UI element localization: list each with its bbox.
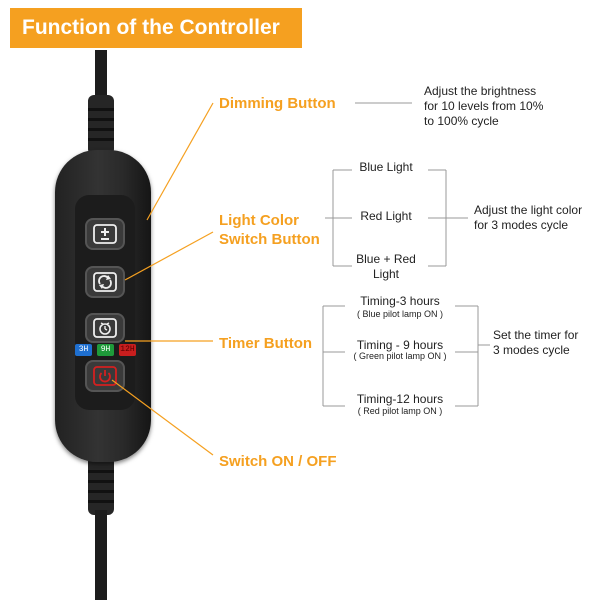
strain-rib — [88, 138, 114, 141]
light-mode-blue: Blue Light — [359, 160, 413, 174]
timer-desc-2: 3 modes cycle — [493, 343, 570, 357]
clock-icon — [93, 318, 117, 338]
cycle-icon — [93, 272, 117, 292]
timer-label: Timer Button — [219, 335, 313, 352]
dimming-desc-1: Adjust the brightness — [424, 84, 537, 98]
timer-9h: Timing - 9 hours — [356, 338, 444, 352]
switch-label: Switch ON / OFF — [219, 453, 337, 470]
dimming-pointer — [146, 102, 214, 221]
light-desc-2: for 3 modes cycle — [474, 218, 569, 232]
cable-bottom — [95, 510, 107, 600]
strain-rib — [88, 490, 114, 493]
light-color-button[interactable] — [85, 266, 125, 298]
page-title: Function of the Controller — [22, 16, 280, 39]
power-icon — [93, 366, 117, 386]
light-color-pointer — [124, 231, 214, 281]
timer-9h-note: ( Green pilot lamp ON ) — [353, 351, 447, 361]
power-button[interactable] — [85, 360, 125, 392]
indicator-9h: 9H — [97, 344, 114, 356]
strain-relief-bottom — [88, 455, 114, 515]
timer-3h: Timing-3 hours — [360, 294, 440, 308]
dimming-label: Dimming Button — [219, 95, 336, 112]
strain-relief-top — [88, 95, 114, 155]
light-color-label-2: Switch Button — [219, 231, 320, 248]
timer-3h-note: ( Blue pilot lamp ON ) — [356, 309, 444, 319]
indicator-12h: 12H — [119, 344, 136, 356]
strain-rib — [88, 108, 114, 111]
indicator-3h: 3H — [75, 344, 92, 356]
light-mode-both-2: Light — [372, 267, 400, 281]
strain-rib — [88, 470, 114, 473]
dimming-desc-2: for 10 levels from 10% — [424, 99, 544, 113]
switch-pointer — [111, 379, 214, 456]
dimming-desc-3: to 100% cycle — [424, 114, 499, 128]
strain-rib — [88, 480, 114, 483]
light-desc-1: Adjust the light color — [474, 203, 583, 217]
strain-rib — [88, 128, 114, 131]
dimming-icon — [93, 224, 117, 244]
timer-button[interactable] — [85, 313, 125, 343]
dimming-button[interactable] — [85, 218, 125, 250]
timer-12h-note: ( Red pilot lamp ON ) — [357, 406, 443, 416]
timer-12h: Timing-12 hours — [356, 392, 444, 406]
title-banner: Function of the Controller — [10, 8, 302, 48]
strain-rib — [88, 118, 114, 121]
light-mode-both-1: Blue + Red — [356, 252, 416, 266]
timer-desc-1: Set the timer for — [493, 328, 579, 342]
strain-rib — [88, 500, 114, 503]
light-color-label-1: Light Color — [219, 212, 299, 229]
light-mode-red: Red Light — [360, 209, 412, 223]
